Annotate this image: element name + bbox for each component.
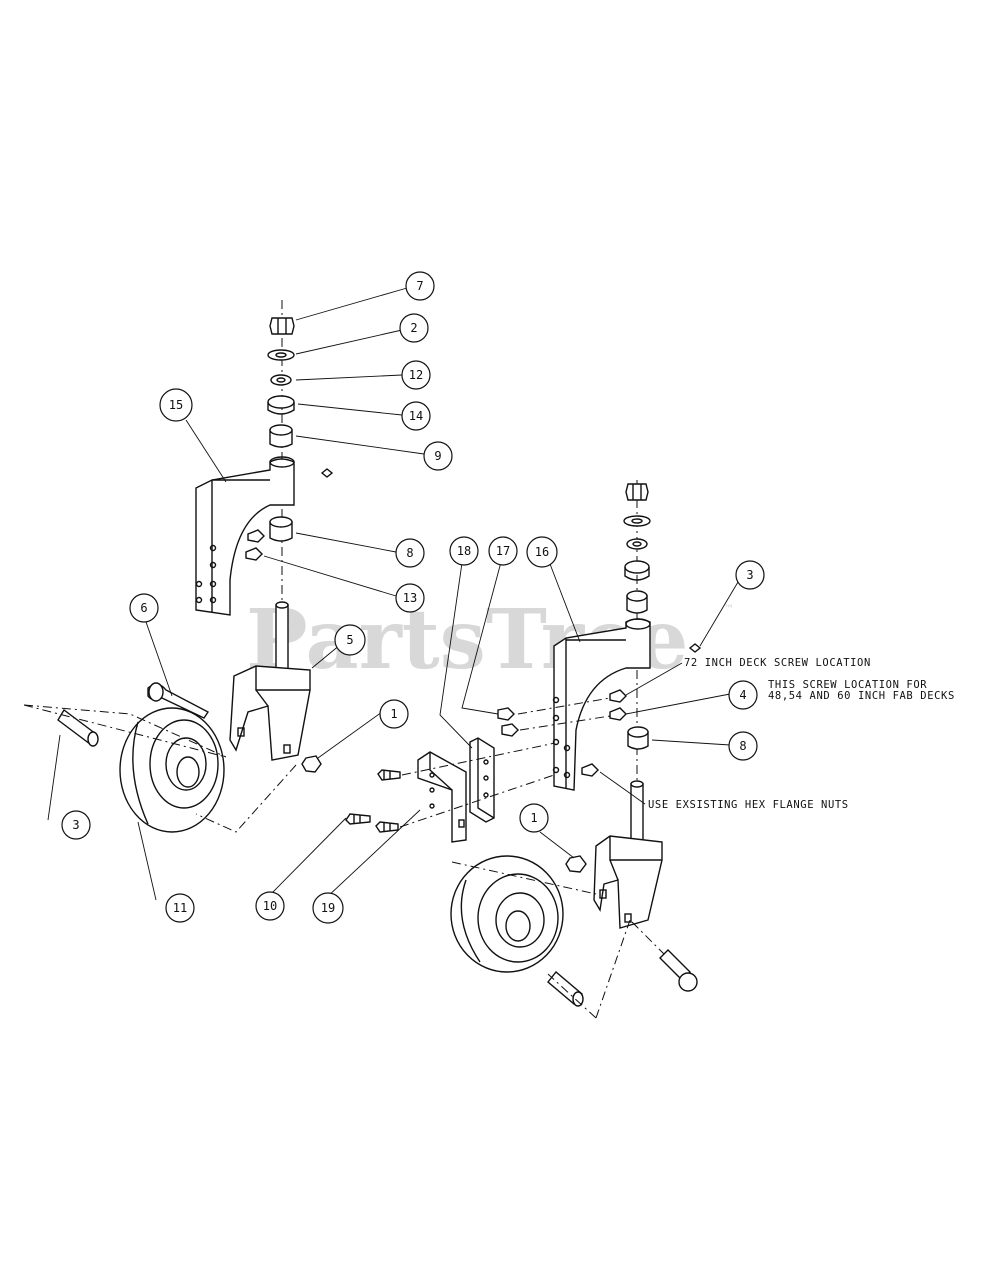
fork-nut-part xyxy=(301,755,322,773)
callout-1[interactable]: 1 xyxy=(379,699,409,729)
note-screw-location-line2: 48,54 AND 60 INCH FAB DECKS xyxy=(768,690,955,702)
caster-mount-bracket-part-right xyxy=(553,618,651,791)
watermark-trademark: ™ xyxy=(724,604,734,615)
carriage-bolt-part xyxy=(247,529,265,543)
svg-text:10: 10 xyxy=(263,899,277,913)
svg-text:1: 1 xyxy=(530,811,537,825)
note-screw-location-line1: THIS SCREW LOCATION FOR xyxy=(768,679,927,691)
svg-text:11: 11 xyxy=(173,901,187,915)
caster-mount-bracket-part xyxy=(195,458,295,616)
svg-text:5: 5 xyxy=(346,633,353,647)
callout-5[interactable]: 5 xyxy=(334,624,366,656)
mounting-plate-assembly xyxy=(345,737,561,843)
svg-text:18: 18 xyxy=(457,544,471,558)
callout-15[interactable]: 15 xyxy=(159,388,193,422)
right-wheel-part xyxy=(450,855,564,973)
svg-text:1: 1 xyxy=(390,707,397,721)
svg-text:3: 3 xyxy=(746,568,753,582)
callout-10[interactable]: 10 xyxy=(255,891,285,921)
bearing-part xyxy=(267,395,295,409)
caster-fork-part-right xyxy=(593,835,663,929)
svg-text:7: 7 xyxy=(416,279,423,293)
svg-text:6: 6 xyxy=(140,601,147,615)
svg-text:13: 13 xyxy=(403,591,417,605)
callout-4[interactable]: 4 xyxy=(728,680,758,710)
callout-8-right[interactable]: 8 xyxy=(728,731,758,761)
callout-8[interactable]: 8 xyxy=(395,538,425,568)
leader-lines xyxy=(47,287,739,901)
left-wheel-part xyxy=(119,707,225,833)
svg-text:19: 19 xyxy=(321,901,335,915)
svg-text:15: 15 xyxy=(169,398,183,412)
angle-bracket-part xyxy=(417,751,467,843)
callout-6[interactable]: 6 xyxy=(129,593,159,623)
callout-19[interactable]: 19 xyxy=(312,892,344,924)
right-caster-assembly xyxy=(450,480,702,1019)
svg-text:14: 14 xyxy=(409,409,423,423)
fork-nut-part-right xyxy=(565,855,587,873)
callout-14[interactable]: 14 xyxy=(401,401,431,431)
callout-7[interactable]: 7 xyxy=(405,271,435,301)
left-caster-assembly xyxy=(23,300,334,833)
svg-text:8: 8 xyxy=(739,739,746,753)
hex-nut-part xyxy=(269,317,295,335)
callout-1-right[interactable]: 1 xyxy=(519,803,549,833)
svg-text:8: 8 xyxy=(406,546,413,560)
flat-washer-part xyxy=(267,349,295,361)
callout-16[interactable]: 16 xyxy=(526,536,558,568)
svg-text:4: 4 xyxy=(739,688,746,702)
callout-9[interactable]: 9 xyxy=(423,441,453,471)
svg-text:17: 17 xyxy=(496,544,510,558)
svg-text:2: 2 xyxy=(410,321,417,335)
callout-13[interactable]: 13 xyxy=(395,583,425,613)
svg-text:9: 9 xyxy=(434,449,441,463)
carriage-screw-part xyxy=(377,769,401,781)
lock-washer-part xyxy=(270,374,292,386)
callout-3[interactable]: 3 xyxy=(61,810,91,840)
callout-11[interactable]: 11 xyxy=(165,893,195,923)
spacer-plate-part xyxy=(469,737,495,823)
callout-3-right[interactable]: 3 xyxy=(735,560,765,590)
svg-text:3: 3 xyxy=(72,818,79,832)
callout-18[interactable]: 18 xyxy=(449,536,479,566)
svg-text:12: 12 xyxy=(409,368,423,382)
callout-2[interactable]: 2 xyxy=(399,313,429,343)
note-hex-flange-nuts: USE EXSISTING HEX FLANGE NUTS xyxy=(648,799,849,811)
svg-text:16: 16 xyxy=(535,545,549,559)
hex-nut-part-right xyxy=(625,483,649,501)
callout-12[interactable]: 12 xyxy=(401,360,431,390)
note-72-inch-deck: 72 INCH DECK SCREW LOCATION xyxy=(684,657,871,669)
caster-fork-part xyxy=(229,665,311,761)
callout-17[interactable]: 17 xyxy=(488,536,518,566)
